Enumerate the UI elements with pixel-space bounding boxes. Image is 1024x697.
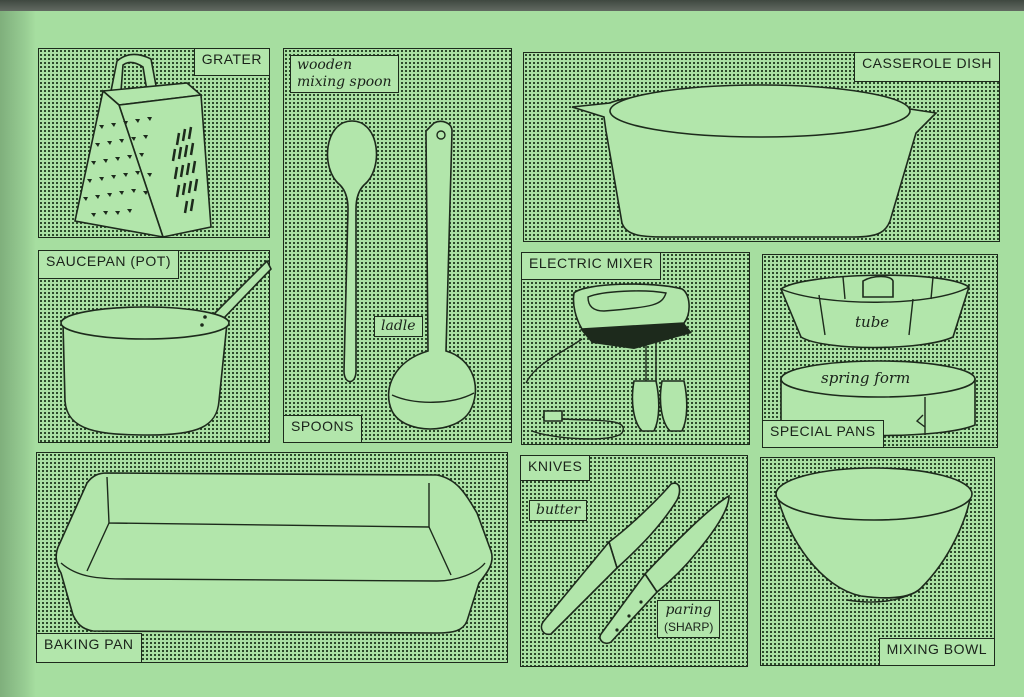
tube-callout: tube (855, 313, 889, 331)
saucepan-illustration (60, 259, 272, 436)
panel-special-pans: tube spring form SPECIAL PANS (762, 254, 998, 448)
wooden-spoon-callout-line1: wooden (297, 57, 353, 73)
special-pans-label: SPECIAL PANS (762, 420, 884, 448)
paring-knife-callout: paring (SHARP) (657, 600, 721, 638)
baking-pan-label: BAKING PAN (36, 633, 142, 663)
spring-form-callout: spring form (821, 369, 910, 387)
casserole-dish-label: CASSEROLE DISH (854, 52, 1000, 82)
spoons-illustration (326, 120, 477, 430)
panel-casserole-dish: CASSEROLE DISH (523, 52, 1000, 242)
sharp-warning-text: (SHARP) (664, 620, 714, 634)
knives-label: KNIVES (520, 455, 591, 481)
kitchen-utensils-page: GRATER wooden mixing spoon ladle SPOONS … (0, 11, 1024, 697)
electric-mixer-label: ELECTRIC MIXER (521, 252, 662, 280)
saucepan-label: SAUCEPAN (POT) (38, 250, 179, 279)
paring-callout-text: paring (665, 602, 712, 618)
mixing-bowl-label: MIXING BOWL (878, 638, 995, 666)
electric-mixer-illustration (525, 283, 692, 440)
wooden-spoon-callout-line2: mixing spoon (297, 74, 392, 90)
baking-pan-illustration (55, 472, 493, 634)
mixing-bowl-illustration (775, 467, 973, 603)
special-pans-illustration: tube spring form (780, 274, 976, 437)
casserole-dish-illustration (571, 84, 938, 238)
panel-grater: GRATER (38, 48, 270, 239)
page-binding-shadow (0, 11, 36, 697)
grater-illustration (74, 53, 212, 239)
top-edge-shadow (0, 0, 1024, 11)
panel-electric-mixer: ELECTRIC MIXER (521, 252, 750, 445)
panel-spoons: wooden mixing spoon ladle SPOONS (283, 48, 512, 443)
grater-label: GRATER (193, 48, 270, 76)
spoons-label: SPOONS (283, 415, 362, 443)
butter-knife-callout: butter (529, 500, 588, 521)
panel-baking-pan: BAKING PAN (36, 452, 508, 663)
ladle-callout: ladle (374, 316, 423, 337)
panel-knives: KNIVES butter paring (SHARP) (520, 455, 748, 667)
panel-saucepan: SAUCEPAN (POT) (38, 250, 272, 443)
wooden-mixing-spoon-callout: wooden mixing spoon (290, 55, 399, 93)
knives-illustration (540, 482, 730, 645)
panel-mixing-bowl: MIXING BOWL (760, 457, 995, 666)
